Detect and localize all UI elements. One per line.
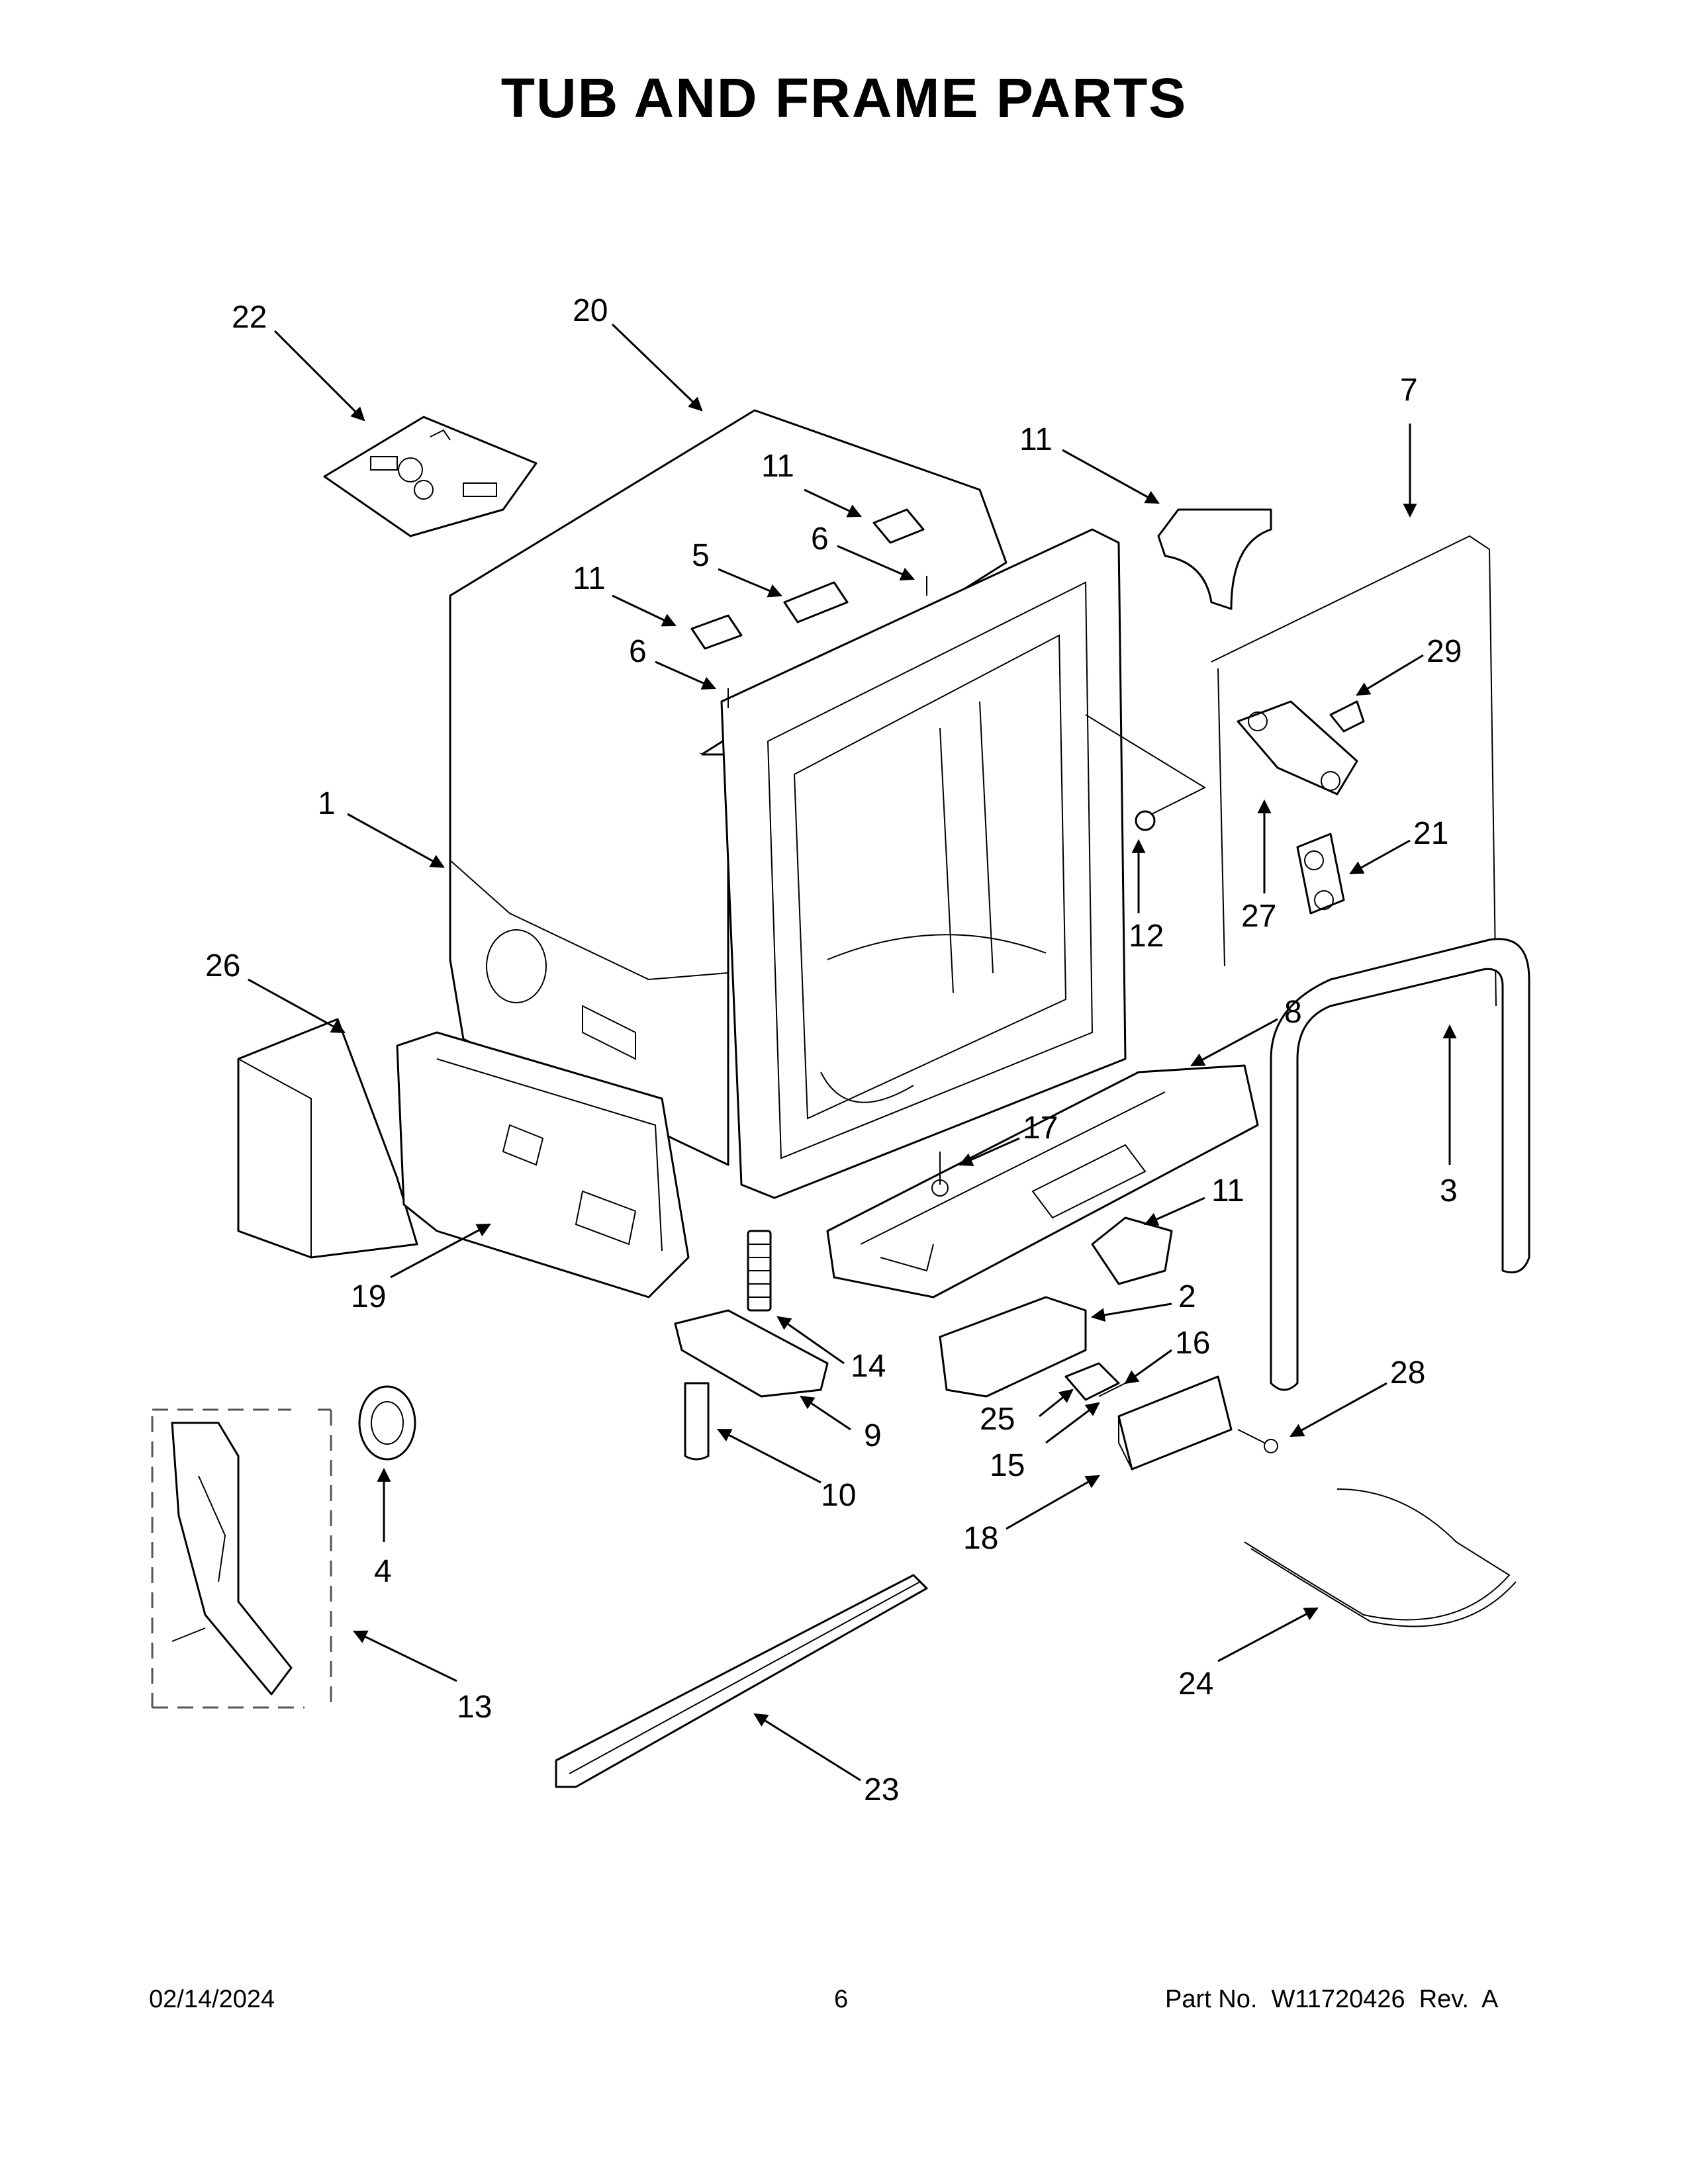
footer-page-number: 6 bbox=[834, 1985, 849, 2013]
callout-26: 24 bbox=[1178, 1666, 1213, 1702]
callout-16: 14 bbox=[851, 1349, 886, 1384]
footer-date: 02/14/2024 bbox=[149, 1985, 275, 2013]
base-frame-rail bbox=[826, 1064, 1259, 1298]
callout-12: 11 bbox=[1019, 422, 1053, 457]
callout-8: 8 bbox=[1284, 995, 1302, 1030]
callout-28: 26 bbox=[205, 948, 240, 983]
callout-6a: 6 bbox=[811, 522, 829, 557]
callout-23: 21 bbox=[1413, 816, 1448, 851]
tub-trim-corner bbox=[1157, 508, 1272, 610]
callout-27: 25 bbox=[980, 1402, 1015, 1437]
callout-30: 28 bbox=[1390, 1355, 1425, 1390]
callout-10: 10 bbox=[821, 1478, 856, 1513]
hardware-kit-bag bbox=[323, 416, 538, 537]
side-panel-kit bbox=[151, 1408, 332, 1709]
tub-gasket bbox=[1211, 535, 1497, 1007]
callout-29: 27 bbox=[1241, 899, 1276, 934]
mounting-screw bbox=[1237, 1429, 1278, 1453]
callout-1: 1 bbox=[318, 786, 336, 821]
leader-lines bbox=[248, 323, 1457, 1782]
side-gasket bbox=[1270, 938, 1530, 1391]
callout-20: 18 bbox=[963, 1521, 998, 1556]
callout-11b: 11 bbox=[573, 561, 606, 596]
callout-7: 7 bbox=[1400, 373, 1418, 408]
callout-2: 2 bbox=[1178, 1279, 1196, 1314]
bracket-and-pipe bbox=[674, 1309, 829, 1461]
wire-lead bbox=[1085, 714, 1207, 831]
callout-6b: 6 bbox=[629, 634, 647, 669]
side-bracket-assembly bbox=[939, 1296, 1126, 1401]
callout-25: 23 bbox=[864, 1772, 899, 1807]
toe-kick-rail bbox=[555, 1574, 928, 1788]
callout-19: 17 bbox=[1023, 1111, 1058, 1146]
callout-15: 13 bbox=[457, 1690, 492, 1725]
toe-kick-insulation bbox=[237, 1018, 418, 1259]
callout-22: 20 bbox=[573, 293, 608, 328]
drain-cap bbox=[1091, 1216, 1173, 1285]
base-pan bbox=[396, 1031, 690, 1298]
callout-labels: 22 20 11 7 11 6 5 11 6 29 1 12 27 21 26 … bbox=[205, 293, 1462, 1807]
callout-18: 16 bbox=[1175, 1326, 1210, 1361]
drain-gear bbox=[358, 1385, 416, 1461]
page-title: TUB AND FRAME PARTS bbox=[500, 67, 1188, 129]
footer-part-number: Part No. W11720426 Rev. A bbox=[1165, 1985, 1499, 2013]
callout-4: 4 bbox=[374, 1554, 392, 1589]
leveling-leg bbox=[747, 1152, 949, 1312]
junction-box bbox=[1117, 1375, 1233, 1471]
callout-21: 19 bbox=[351, 1279, 386, 1314]
callout-9: 9 bbox=[864, 1418, 882, 1453]
callout-14: 12 bbox=[1129, 919, 1164, 954]
callout-31: 29 bbox=[1427, 634, 1462, 669]
callout-13: 11 bbox=[1211, 1173, 1244, 1208]
callout-3: 3 bbox=[1440, 1173, 1458, 1208]
wire-harness bbox=[1244, 1488, 1517, 1627]
callout-5: 5 bbox=[692, 538, 710, 573]
callout-17: 15 bbox=[990, 1448, 1025, 1483]
callout-11a: 11 bbox=[761, 449, 794, 484]
callout-24: 22 bbox=[232, 300, 267, 335]
hinge-parts bbox=[1237, 700, 1365, 915]
top-brackets bbox=[690, 508, 927, 708]
